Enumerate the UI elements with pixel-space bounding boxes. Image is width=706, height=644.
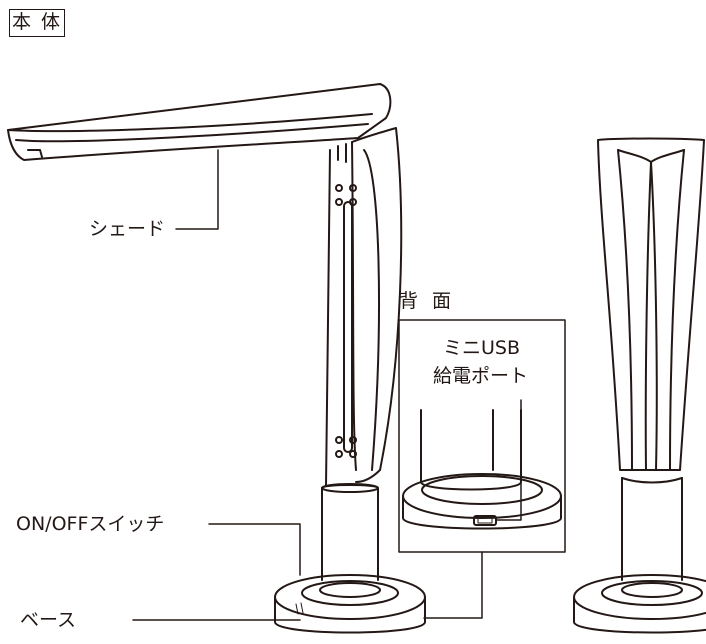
stem-part [321,483,379,581]
shade-label: シェード [89,218,166,240]
arm-part [325,127,403,487]
base-part [274,574,426,634]
lamp-side-view [7,83,426,634]
lamp-front-view [573,137,706,634]
shade-part [7,83,392,161]
usb-label-line2: 給電ポート [433,365,529,387]
usb-port-leader [495,399,522,521]
back-view-label: 背 面 [399,290,456,312]
switch-leader [208,523,301,576]
back-view-inset [398,319,566,553]
inset-leader [423,551,483,619]
leader-lines [132,149,522,621]
usb-label-line1: ミニUSB [443,337,521,359]
switch-label: ON/OFFスイッチ [16,513,165,535]
base-label: ベース [20,609,77,631]
main-body-title: 本 体 [9,9,65,37]
shade-leader [175,149,219,230]
